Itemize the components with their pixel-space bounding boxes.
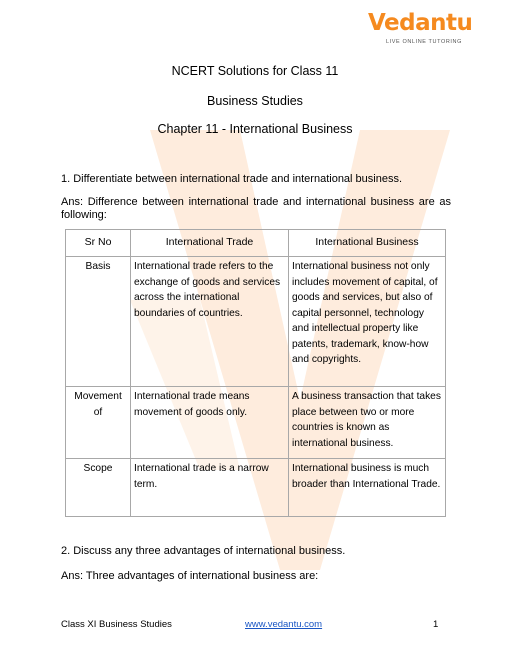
table-cell: International trade refers to the exchan…: [130, 256, 289, 387]
table-cell: Basis: [65, 256, 131, 387]
table-cell: International business is much broader t…: [288, 458, 446, 517]
page-number: 1: [433, 619, 439, 630]
table-row: Scope International trade is a narrow te…: [65, 458, 446, 517]
table-row: Basis International trade refers to the …: [65, 256, 446, 387]
table-cell: Movement of: [65, 386, 131, 459]
logo-wordmark: Vedantu: [368, 10, 473, 36]
table-cell: International trade means movement of go…: [130, 386, 289, 459]
table-header-row: Sr No International Trade International …: [65, 229, 446, 257]
table-cell: International trade is a narrow term.: [130, 458, 289, 517]
table-cell: Scope: [65, 458, 131, 517]
footer-website-link[interactable]: www.vedantu.com: [245, 619, 323, 630]
logo-tagline: LIVE ONLINE TUTORING: [386, 39, 462, 45]
comparison-table: Sr No International Trade International …: [65, 229, 446, 517]
doc-subject: Business Studies: [207, 94, 303, 108]
vedantu-logo: Vedantu LIVE ONLINE TUTORING: [368, 10, 488, 50]
table-cell: A business transaction that takes place …: [288, 386, 446, 459]
table-cell: International business not only includes…: [288, 256, 446, 387]
answer-2: Ans: Three advantages of international b…: [61, 570, 319, 582]
footer-label: Class XI Business Studies: [61, 619, 172, 630]
doc-title: NCERT Solutions for Class 11: [171, 64, 339, 78]
table-header: International Trade: [130, 229, 289, 257]
question-2: 2. Discuss any three advantages of inter…: [61, 545, 346, 557]
table-row: Movement of International trade means mo…: [65, 386, 446, 459]
table-header: Sr No: [65, 229, 131, 257]
doc-chapter: Chapter 11 - International Business: [157, 122, 353, 136]
question-1: 1. Differentiate between international t…: [61, 173, 403, 185]
table-header: International Business: [288, 229, 446, 257]
answer-1: Ans: Difference between international tr…: [61, 196, 451, 221]
